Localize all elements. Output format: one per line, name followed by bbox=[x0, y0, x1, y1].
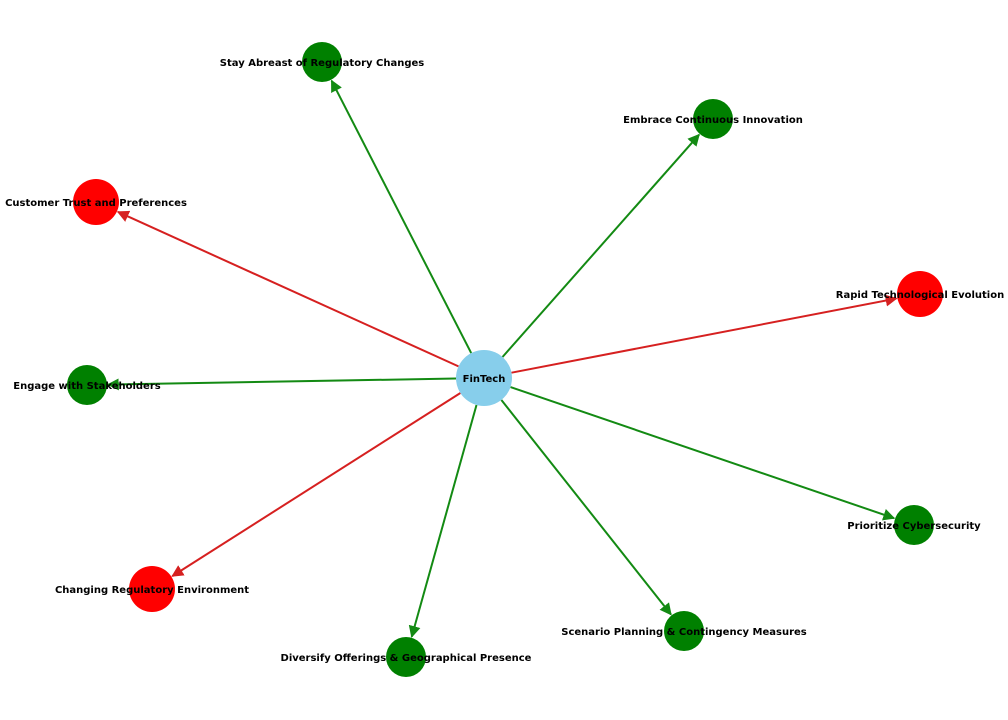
node-label-diversify: Diversify Offerings & Geographical Prese… bbox=[281, 653, 532, 664]
node-label-rapid-tech: Rapid Technological Evolution bbox=[836, 290, 1004, 301]
edge-fintech-to-prioritize-cyber bbox=[510, 386, 896, 521]
node-fintech bbox=[456, 350, 512, 406]
labels-layer: Stay Abreast of Regulatory ChangesEmbrac… bbox=[5, 58, 1004, 664]
edge-fintech-to-changing-regulatory bbox=[171, 392, 461, 577]
node-prioritize-cyber bbox=[894, 505, 934, 545]
edge-fintech-to-stay-abreast bbox=[330, 79, 473, 354]
node-label-fintech: FinTech bbox=[463, 374, 506, 385]
edge-fintech-to-embrace-innovation bbox=[501, 133, 700, 358]
edge-fintech-to-diversify bbox=[408, 404, 478, 638]
node-label-customer-trust: Customer Trust and Preferences bbox=[5, 198, 187, 209]
node-label-embrace-innovation: Embrace Continuous Innovation bbox=[623, 115, 803, 126]
node-label-scenario-planning: Scenario Planning & Contingency Measures bbox=[561, 627, 807, 638]
node-scenario-planning bbox=[664, 611, 704, 651]
edge-fintech-to-scenario-planning bbox=[500, 399, 672, 616]
nodes-layer bbox=[67, 42, 943, 677]
node-label-engage-stakeholders: Engage with Stakeholders bbox=[13, 381, 161, 392]
edge-fintech-to-customer-trust bbox=[116, 210, 459, 368]
node-embrace-innovation bbox=[693, 99, 733, 139]
node-rapid-tech bbox=[897, 271, 943, 317]
node-engage-stakeholders bbox=[67, 365, 107, 405]
node-stay-abreast bbox=[302, 42, 342, 82]
node-label-stay-abreast: Stay Abreast of Regulatory Changes bbox=[220, 58, 424, 69]
node-changing-regulatory bbox=[129, 566, 175, 612]
edges-layer bbox=[106, 79, 898, 638]
edge-fintech-to-engage-stakeholders bbox=[106, 377, 457, 391]
node-customer-trust bbox=[73, 179, 119, 225]
node-label-prioritize-cyber: Prioritize Cybersecurity bbox=[847, 521, 981, 532]
node-diversify bbox=[386, 637, 426, 677]
node-label-changing-regulatory: Changing Regulatory Environment bbox=[55, 585, 249, 596]
edge-fintech-to-rapid-tech bbox=[511, 294, 898, 374]
